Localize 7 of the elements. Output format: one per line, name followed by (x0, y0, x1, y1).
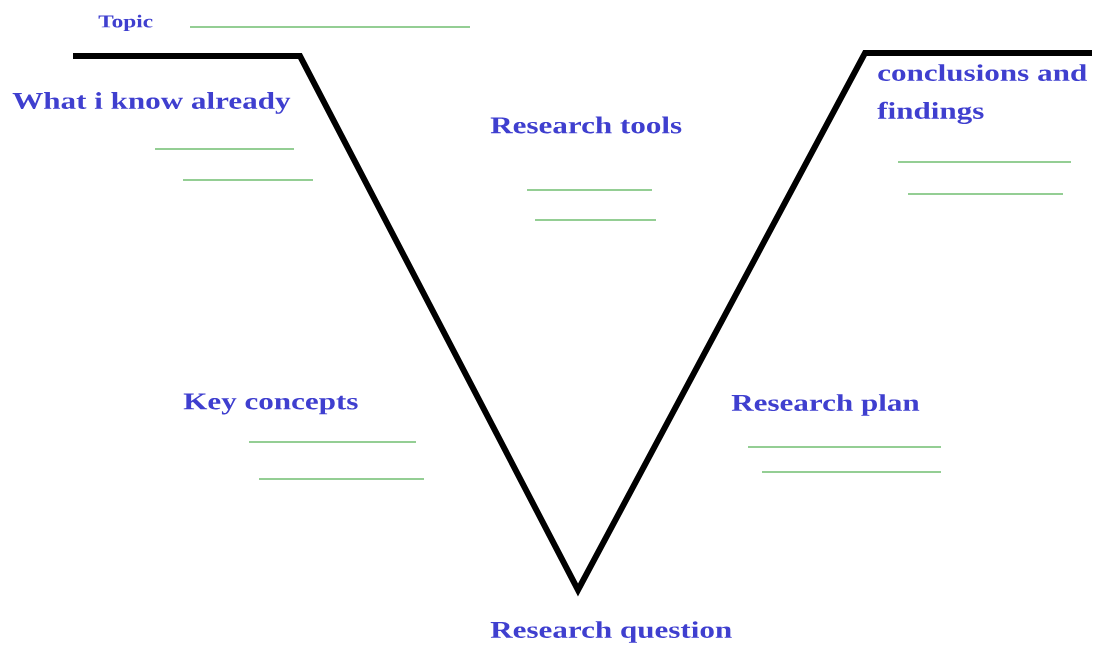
label: Topic (98, 14, 153, 32)
label: Research question (490, 621, 732, 643)
label: conclusions and findings (877, 64, 1087, 124)
label: Research plan (731, 394, 920, 416)
label: Research tools (490, 116, 682, 134)
label: What i know already (12, 92, 291, 114)
label: Key concepts (183, 393, 358, 415)
